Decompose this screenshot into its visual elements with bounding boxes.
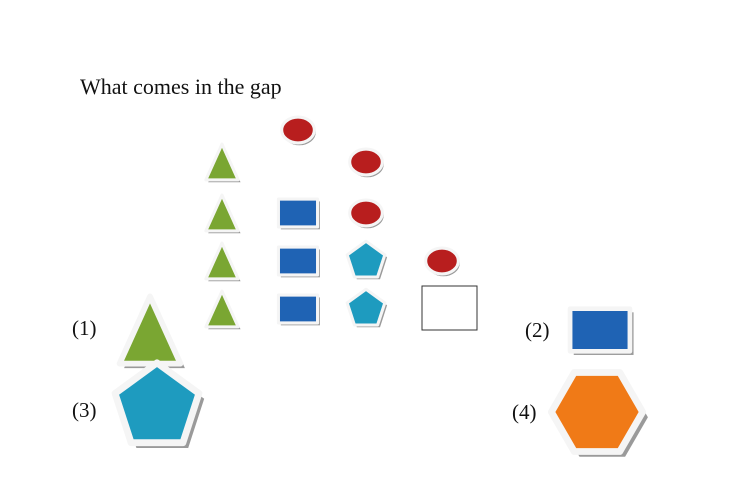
grid-triangle-r3c1 — [204, 193, 241, 234]
option-3-pentagon — [111, 359, 205, 448]
grid-square-r5c2 — [276, 293, 320, 326]
grid-triangle-r2c1 — [204, 142, 241, 183]
answer-gap-box — [421, 285, 478, 331]
grid-triangle-r5c1 — [204, 289, 241, 330]
grid-circle-r4c4 — [424, 246, 460, 277]
option-3-label: (3) — [72, 398, 97, 422]
grid-triangle-r4c1 — [204, 241, 241, 282]
option-4-label: (4) — [512, 400, 537, 424]
grid-pentagon-r4c3 — [345, 239, 388, 280]
grid-square-r4c2 — [276, 245, 320, 278]
grid-pentagon-r5c3 — [345, 287, 388, 328]
option-1-triangle — [116, 293, 185, 369]
option-2-square — [567, 306, 634, 355]
grid-square-r3c2 — [276, 197, 320, 230]
option-4-hexagon — [547, 369, 648, 457]
grid-circle-r1c2 — [280, 115, 316, 146]
grid-circle-r2c3 — [348, 147, 384, 178]
question-title: What comes in the gap — [80, 74, 282, 99]
option-2-label: (2) — [525, 318, 550, 342]
option-1-label: (1) — [72, 316, 97, 340]
grid-circle-r3c3 — [348, 198, 384, 229]
